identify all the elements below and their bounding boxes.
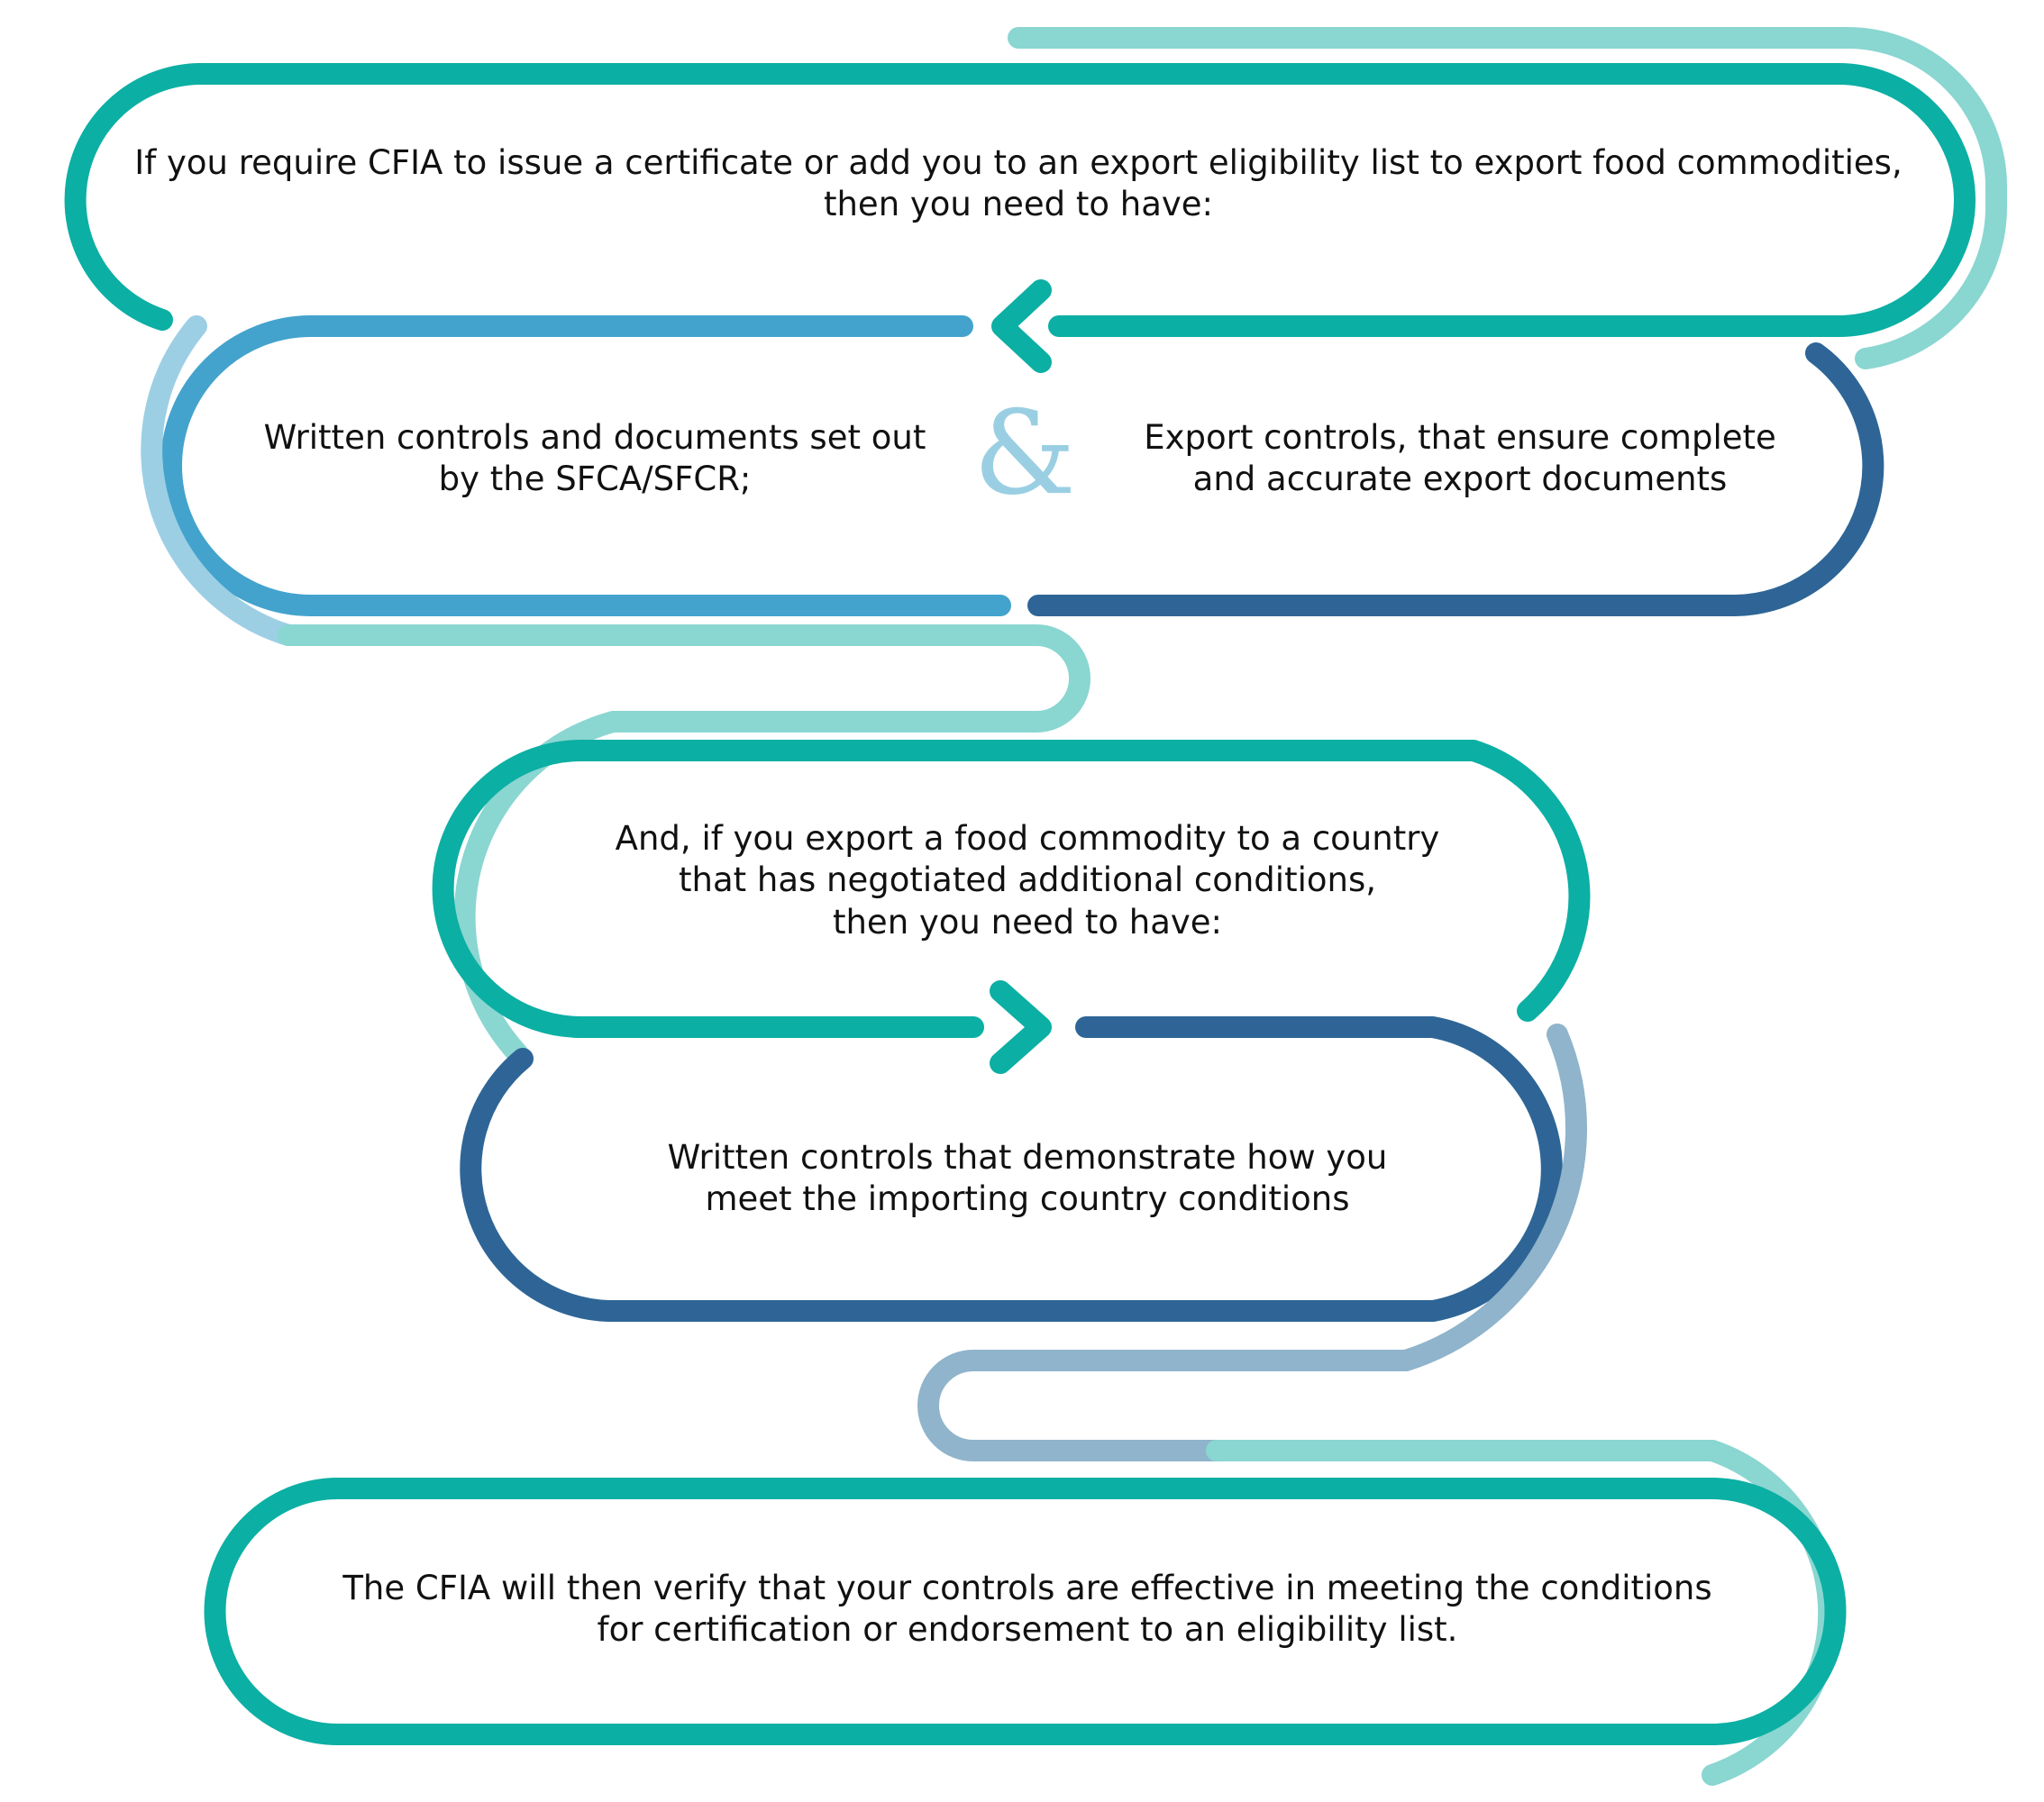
top-box-line-1: If you require CFIA to issue a certifica… <box>134 143 1903 182</box>
left-box-text: Written controls and documents set out b… <box>225 417 964 501</box>
left-box-outline <box>160 315 1011 616</box>
top-box-text: If you require CFIA to issue a certifica… <box>99 142 1938 226</box>
bottom-box-line-2: for certification or endorsement to an e… <box>597 1610 1458 1650</box>
bottom-box-line-1: The CFIA will then verify that your cont… <box>342 1569 1712 1607</box>
connector-top-outer <box>1008 27 2008 369</box>
connector-left-outer <box>141 315 299 646</box>
middle-box-line-2: that has negotiated additional condition… <box>678 860 1376 900</box>
bottom-box-text: The CFIA will then verify that your cont… <box>270 1568 1784 1652</box>
right-box-text: Export controls, that ensure complete an… <box>1109 417 1811 501</box>
right-box-outline <box>1027 342 1884 616</box>
left-box-line-2: by the SFCA/SFCR; <box>438 460 752 499</box>
right-box-line-2: and accurate export documents <box>1192 460 1728 499</box>
middle-box-outline <box>432 740 1591 1038</box>
middle-box-line-1: And, if you export a food commodity to a… <box>615 819 1440 858</box>
conditions-box-line-2: meet the importing country conditions <box>705 1179 1350 1219</box>
left-box-line-1: Written controls and documents set out <box>263 418 926 457</box>
top-box-line-2: then you need to have: <box>823 185 1214 224</box>
ampersand-glyph: & <box>973 387 1076 521</box>
arrow-right-icon <box>990 980 1052 1074</box>
middle-box-text: And, if you export a food commodity to a… <box>568 818 1487 943</box>
conditions-box-outline <box>460 1016 1563 1322</box>
bottom-box-outline <box>204 1478 1847 1745</box>
middle-box-line-3: then you need to have: <box>832 902 1223 942</box>
arrow-left-icon <box>991 279 1052 373</box>
conditions-box-text: Written controls that demonstrate how yo… <box>577 1137 1478 1221</box>
right-box-line-1: Export controls, that ensure complete <box>1144 418 1776 457</box>
top-box-outline <box>64 63 1976 337</box>
conditions-box-line-1: Written controls that demonstrate how yo… <box>667 1138 1388 1177</box>
connector-right-outer <box>917 1024 1588 1461</box>
